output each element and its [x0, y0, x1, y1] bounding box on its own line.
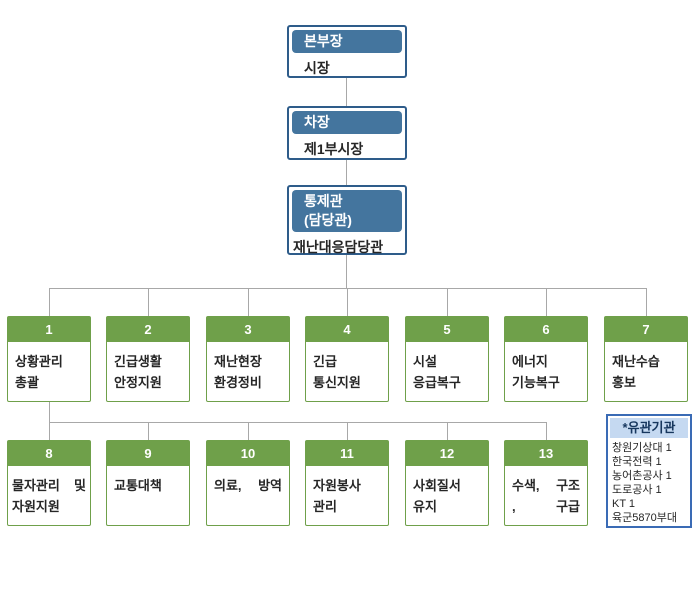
org-box-controller: 통제관 (담당관) 재난대응담당관	[287, 185, 407, 255]
connector-row1-bus	[49, 288, 647, 289]
dept-label: 시설 응급복구	[413, 354, 461, 390]
connector-drop-7	[646, 288, 647, 316]
org-box-controller-holder: 재난대응담당관	[289, 235, 405, 259]
dept-number: 7	[605, 317, 687, 342]
connector-drop-3	[248, 288, 249, 316]
dept-box-13: 13 수색, 구조 , 구급	[504, 440, 588, 526]
dept-box-7: 7 재난수습 홍보	[604, 316, 688, 402]
dept-label: 재난수습 홍보	[612, 354, 660, 390]
connector-drop-11	[347, 422, 348, 440]
connector-drop-8	[49, 422, 50, 440]
dept-label: 자원봉사 관리	[313, 478, 361, 514]
related-agencies-list: 창원기상대 1 한국전력 1 농어촌공사 1 도로공사 1 KT 1 육군587…	[608, 440, 690, 526]
dept-number: 8	[8, 441, 90, 466]
holder-line: 제1부시장	[304, 141, 364, 157]
dept-number: 6	[505, 317, 587, 342]
title-line: (담당관)	[304, 212, 352, 228]
connector-chain-2	[346, 160, 347, 185]
connector-box1-down	[49, 402, 50, 422]
dept-label: 물자관리 및 자원지원	[12, 478, 86, 514]
holder-line: 시장	[304, 60, 330, 76]
dept-number: 5	[406, 317, 488, 342]
org-box-controller-title: 통제관 (담당관)	[292, 190, 402, 232]
connector-drop-12	[447, 422, 448, 440]
holder-line: 재난대응담당관	[293, 239, 384, 255]
dept-number: 13	[505, 441, 587, 466]
title-line: 차장	[304, 114, 330, 130]
dept-label: 긴급생활 안정지원	[114, 354, 162, 390]
org-box-headquarters-chief-title: 본부장	[292, 30, 402, 53]
dept-number: 9	[107, 441, 189, 466]
related-agency-item: 농어촌공사 1	[612, 470, 672, 482]
dept-box-1: 1 상황관리 총괄	[7, 316, 91, 402]
dept-number: 12	[406, 441, 488, 466]
dept-box-2: 2 긴급생활 안정지원	[106, 316, 190, 402]
dept-box-9: 9 교통대책	[106, 440, 190, 526]
related-agencies-box: *유관기관 창원기상대 1 한국전력 1 농어촌공사 1 도로공사 1 KT 1…	[606, 414, 692, 528]
related-agency-item: 육군5870부대	[612, 512, 677, 524]
connector-row2-bus	[49, 422, 547, 423]
org-box-headquarters-chief-holder: 시장	[289, 56, 405, 80]
connector-drop-9	[148, 422, 149, 440]
org-box-headquarters-chief: 본부장 시장	[287, 25, 407, 78]
related-agency-item: 창원기상대 1	[612, 442, 672, 454]
related-agency-item: KT 1	[612, 498, 636, 510]
dept-number: 4	[306, 317, 388, 342]
related-agencies-title: *유관기관	[610, 418, 688, 438]
dept-box-4: 4 긴급 통신지원	[305, 316, 389, 402]
dept-box-5: 5 시설 응급복구	[405, 316, 489, 402]
dept-number: 10	[207, 441, 289, 466]
connector-drop-2	[148, 288, 149, 316]
dept-label: 교통대책	[114, 478, 162, 493]
connector-drop-5	[447, 288, 448, 316]
dept-label: 의료, 방역	[214, 478, 282, 493]
connector-drop-10	[248, 422, 249, 440]
dept-label: 수색, 구조 , 구급	[512, 478, 580, 514]
connector-chain-1	[346, 78, 347, 106]
org-box-deputy-chief-holder: 제1부시장	[289, 137, 405, 161]
dept-label: 에너지 기능복구	[512, 354, 560, 390]
dept-box-8: 8 물자관리 및 자원지원	[7, 440, 91, 526]
dept-box-10: 10 의료, 방역	[206, 440, 290, 526]
dept-number: 3	[207, 317, 289, 342]
dept-number: 1	[8, 317, 90, 342]
connector-drop-6	[546, 288, 547, 316]
dept-label: 재난현장 환경정비	[214, 354, 262, 390]
dept-box-12: 12 사회질서 유지	[405, 440, 489, 526]
dept-label: 상황관리 총괄	[15, 354, 63, 390]
connector-drop-13	[546, 422, 547, 440]
connector-chain-3	[346, 255, 347, 288]
connector-drop-1	[49, 288, 50, 316]
related-agency-item: 도로공사 1	[612, 484, 662, 496]
related-agency-item: 한국전력 1	[612, 456, 662, 468]
dept-box-6: 6 에너지 기능복구	[504, 316, 588, 402]
dept-number: 11	[306, 441, 388, 466]
title-line: 통제관	[304, 193, 343, 209]
dept-label: 사회질서 유지	[413, 478, 461, 514]
dept-number: 2	[107, 317, 189, 342]
org-box-deputy-chief-title: 차장	[292, 111, 402, 134]
title-line: 본부장	[304, 33, 343, 49]
connector-drop-4	[347, 288, 348, 316]
dept-box-11: 11 자원봉사 관리	[305, 440, 389, 526]
org-box-deputy-chief: 차장 제1부시장	[287, 106, 407, 160]
dept-label: 긴급 통신지원	[313, 354, 361, 390]
dept-box-3: 3 재난현장 환경정비	[206, 316, 290, 402]
